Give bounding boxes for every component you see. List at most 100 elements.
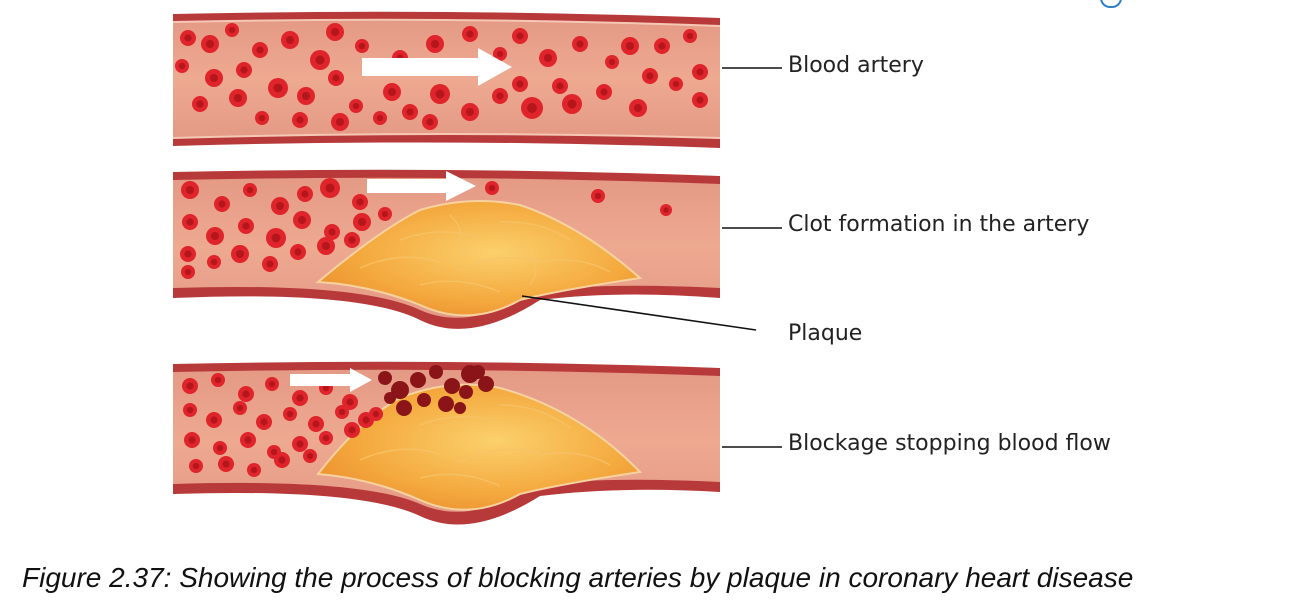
red-blood-cell-center: [372, 410, 380, 418]
red-blood-cell-center: [296, 116, 304, 124]
red-blood-cell-center: [322, 384, 330, 392]
red-blood-cell-center: [516, 32, 524, 40]
red-blood-cell-center: [357, 217, 367, 227]
red-blood-cell-center: [297, 215, 307, 225]
red-blood-cell-center: [205, 39, 215, 49]
red-blood-cell-center: [218, 200, 226, 208]
red-blood-cell-center: [178, 62, 186, 70]
leader-lines: [521, 67, 782, 448]
red-blood-cell-center: [270, 448, 278, 456]
leader-line-plaque: [521, 295, 757, 331]
red-blood-cell-center: [242, 222, 250, 230]
red-blood-cell-center: [556, 82, 564, 90]
red-blood-cell-center: [346, 398, 354, 406]
red-blood-cell-center: [188, 436, 196, 444]
red-blood-cells: [175, 23, 708, 131]
red-blood-cell-center: [210, 231, 220, 241]
red-blood-cell-center: [196, 100, 204, 108]
red-blood-cell-icon: [471, 365, 485, 379]
red-blood-cell-center: [686, 32, 694, 40]
red-blood-cell-icon: [391, 381, 409, 399]
red-blood-cell-center: [435, 89, 445, 99]
artery-wall-inner-top: [172, 18, 721, 27]
red-blood-cell-center: [321, 241, 331, 251]
red-blood-cell-center: [430, 39, 440, 49]
red-blood-cell-center: [663, 207, 669, 213]
red-blood-cell-center: [186, 218, 194, 226]
red-blood-cell-center: [256, 46, 264, 54]
red-blood-cell-center: [210, 416, 218, 424]
red-blood-cell-center: [406, 108, 414, 116]
red-blood-cell-center: [266, 260, 274, 268]
clot-icon: [378, 365, 494, 416]
red-blood-cell-icon: [417, 393, 431, 407]
red-blood-cell-center: [260, 418, 268, 426]
red-blood-cell-icon: [384, 392, 396, 404]
red-blood-cell-center: [222, 460, 230, 468]
plaque-icon: [315, 200, 643, 317]
red-blood-cell-center: [275, 201, 285, 211]
red-blood-cell-center: [240, 66, 248, 74]
red-blood-cell-center: [244, 436, 252, 444]
red-blood-cell-center: [567, 99, 577, 109]
red-blood-cell-center: [315, 55, 325, 65]
red-blood-cell-icon: [396, 400, 412, 416]
red-blood-cell-center: [306, 452, 314, 460]
red-blood-cell-center: [214, 376, 222, 384]
red-blood-cell-center: [387, 87, 397, 97]
red-blood-cell-center: [338, 408, 346, 416]
red-blood-cell-center: [185, 185, 195, 195]
label-clot-formation: Clot formation in the artery: [788, 212, 1090, 237]
red-blood-cell-center: [216, 444, 224, 452]
red-blood-cell-center: [348, 236, 356, 244]
red-blood-cell-center: [543, 53, 553, 63]
red-blood-cell-center: [488, 184, 496, 192]
red-blood-cell-center: [235, 249, 245, 259]
artery-blockage: [173, 361, 720, 525]
red-blood-cell-center: [672, 80, 680, 88]
red-blood-cell-center: [594, 192, 602, 200]
red-blood-cell-center: [294, 248, 302, 256]
red-blood-cell-center: [658, 42, 666, 50]
red-blood-cell-center: [186, 382, 194, 390]
red-blood-cell-center: [285, 35, 295, 45]
red-blood-cell-center: [496, 92, 504, 100]
red-blood-cell-center: [576, 40, 584, 48]
red-blood-cell-center: [696, 68, 704, 76]
red-blood-cell-center: [348, 426, 356, 434]
red-blood-cell-center: [233, 93, 243, 103]
red-blood-cell-icon: [444, 378, 460, 394]
artery-wall-inner-bottom: [172, 133, 721, 139]
red-blood-cell-center: [696, 96, 704, 104]
red-blood-cell-center: [465, 107, 475, 117]
red-blood-cell-center: [296, 394, 304, 402]
red-blood-cell-icon: [438, 396, 454, 412]
red-blood-cell-center: [328, 228, 336, 236]
red-blood-cell-icon: [429, 365, 443, 379]
red-blood-cell-icon: [478, 376, 494, 392]
label-blood-artery: Blood artery: [788, 53, 924, 78]
red-blood-cell-center: [184, 250, 192, 258]
red-blood-cell-center: [358, 42, 366, 50]
red-blood-cell-center: [496, 50, 504, 58]
red-blood-cell-center: [332, 74, 340, 82]
red-blood-cell-center: [273, 83, 283, 93]
red-blood-cell-center: [633, 103, 643, 113]
red-blood-cell-center: [600, 88, 608, 96]
red-blood-cell-center: [301, 91, 311, 101]
label-blockage: Blockage stopping blood flow: [788, 431, 1111, 456]
red-blood-cell-center: [184, 34, 192, 42]
flow-arrow-icon: [362, 48, 512, 86]
artery-lumen: [173, 19, 720, 138]
red-blood-cell-center: [516, 80, 524, 88]
plaque-texture: [359, 404, 611, 487]
red-blood-cell-center: [296, 440, 304, 448]
plaque-texture: [359, 214, 611, 293]
artery-clot-formation: [173, 169, 720, 329]
red-blood-cell-icon: [410, 372, 426, 388]
red-blood-cell-center: [210, 258, 218, 266]
red-blood-cell-center: [625, 41, 635, 51]
red-blood-cell-center: [312, 420, 320, 428]
red-blood-cell-center: [301, 190, 309, 198]
